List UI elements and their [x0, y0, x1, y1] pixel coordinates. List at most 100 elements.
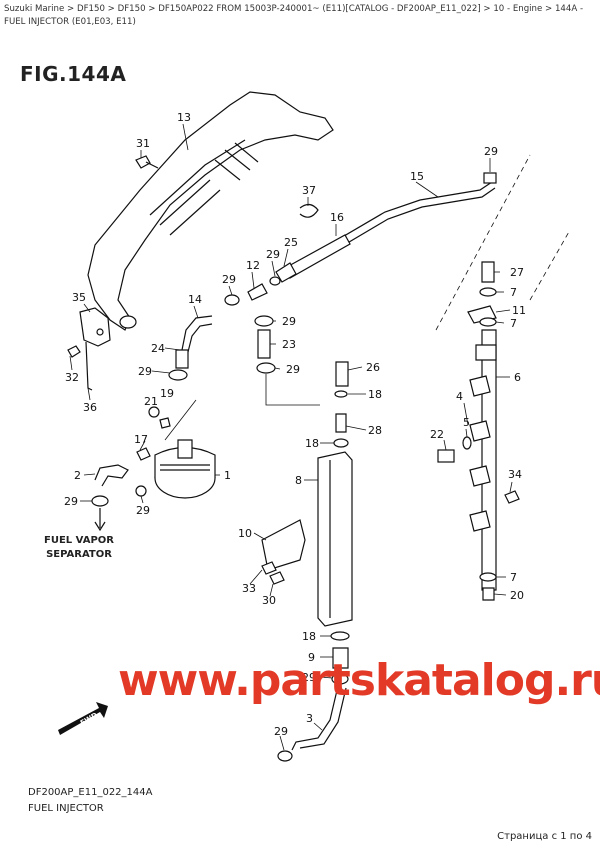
callout-29: 29	[222, 273, 236, 286]
bolt-part-19	[159, 417, 171, 429]
callout-2: 2	[74, 469, 81, 482]
clamp-part-29c	[224, 294, 240, 306]
callout-28: 28	[368, 424, 382, 437]
watermark: www.partskatalog.ru	[118, 655, 600, 706]
fitting-part-24	[175, 349, 189, 369]
washer-part-21	[148, 406, 160, 418]
callout-30: 30	[262, 594, 276, 607]
callout-7: 7	[510, 571, 517, 584]
callout-36: 36	[83, 401, 97, 414]
bolt-part-30	[269, 571, 285, 585]
callouts: 31 13 29 15 37 16 29 25 29 12 27 7 35 14…	[64, 111, 526, 738]
clamp-part-29f	[256, 362, 276, 374]
callout-31: 31	[136, 137, 150, 150]
clip-part-37	[299, 203, 319, 218]
cover-part-13	[87, 91, 334, 331]
figure-title: FIG.144A	[20, 62, 127, 86]
washer-part-18a	[334, 390, 348, 398]
callout-32: 32	[65, 371, 79, 384]
callout-6: 6	[514, 371, 521, 384]
callout-37: 37	[302, 184, 316, 197]
bolt-part-28	[335, 413, 347, 433]
washer-part-18b	[333, 438, 349, 448]
gasket-part-7a	[479, 287, 497, 297]
injector-part-22	[437, 449, 455, 463]
callout-9: 9	[308, 651, 315, 664]
page-info: Страница с 1 по 4	[497, 831, 592, 842]
gasket-part-7b	[479, 317, 497, 327]
callout-29: 29	[136, 504, 150, 517]
connector-part-12	[247, 283, 268, 301]
breadcrumb: Suzuki Marine > DF150 > DF150 > DF150AP0…	[4, 4, 584, 27]
callout-29: 29	[64, 495, 78, 508]
callout-26: 26	[366, 361, 380, 374]
callout-13: 13	[177, 111, 191, 124]
clamp-part-29b	[269, 276, 281, 286]
oring-part-5	[462, 436, 472, 450]
callout-15: 15	[410, 170, 424, 183]
clamp-part-29d	[168, 369, 188, 381]
callout-16: 16	[330, 211, 344, 224]
callout-1: 1	[224, 469, 231, 482]
bracket-part-36	[85, 341, 93, 391]
clamp-part-29h	[135, 485, 147, 497]
callout-35: 35	[72, 291, 86, 304]
bolt-part-17	[136, 447, 151, 461]
callout-12: 12	[246, 259, 260, 272]
callout-5: 5	[463, 416, 470, 429]
bracket-part-35	[79, 307, 111, 347]
callout-29: 29	[302, 671, 316, 684]
washer-part-18c	[330, 631, 350, 641]
callout-29: 29	[286, 363, 300, 376]
footer-subtitle: FUEL INJECTOR	[28, 803, 104, 814]
callout-34: 34	[508, 468, 522, 481]
callout-29: 29	[282, 315, 296, 328]
bolt-part-26	[335, 361, 349, 387]
bolt-part-31	[135, 155, 151, 169]
callout-23: 23	[282, 338, 296, 351]
callout-18: 18	[305, 437, 319, 450]
callout-27: 27	[510, 266, 524, 279]
callout-20: 20	[510, 589, 524, 602]
svg-text:FWD: FWD	[79, 711, 99, 727]
clamp-part-29j	[277, 750, 293, 762]
callout-24: 24	[151, 342, 165, 355]
footer-code: DF200AP_E11_022_144A	[28, 787, 153, 798]
bolt-part-33	[261, 561, 277, 575]
callout-7: 7	[510, 286, 517, 299]
gasket-part-7c	[479, 572, 497, 582]
callout-21: 21	[144, 395, 158, 408]
plug-part-27	[481, 261, 495, 283]
separator-label-line1: FUEL VAPOR	[44, 535, 114, 546]
callout-29: 29	[484, 145, 498, 158]
callout-3: 3	[306, 712, 313, 725]
callout-29: 29	[274, 725, 288, 738]
hose-part-25	[275, 262, 297, 283]
callout-17: 17	[134, 433, 148, 446]
callout-25: 25	[284, 236, 298, 249]
rail-part-8	[317, 451, 353, 627]
clamp-part-29e	[254, 315, 274, 327]
hose-part-2	[94, 464, 129, 487]
callout-22: 22	[430, 428, 444, 441]
separator-label: FUEL VAPOR SEPARATOR	[44, 534, 114, 562]
plug-part-20	[482, 587, 495, 601]
fuel-pipe-part-15	[285, 181, 493, 271]
callout-18: 18	[368, 388, 382, 401]
callout-4: 4	[456, 390, 463, 403]
callout-29: 29	[266, 248, 280, 261]
callout-8: 8	[295, 474, 302, 487]
callout-10: 10	[238, 527, 252, 540]
fitting-part-23	[257, 329, 271, 359]
callout-14: 14	[188, 293, 202, 306]
separator-label-line2: SEPARATOR	[46, 549, 112, 560]
callout-18: 18	[302, 630, 316, 643]
bolt-part-34	[504, 490, 520, 504]
bracket-part-10	[261, 519, 306, 571]
callout-7: 7	[510, 317, 517, 330]
callout-19: 19	[160, 387, 174, 400]
clamp-part-29g	[91, 495, 109, 507]
fwd-arrow-icon: FWD	[58, 702, 108, 735]
callout-29: 29	[138, 365, 152, 378]
